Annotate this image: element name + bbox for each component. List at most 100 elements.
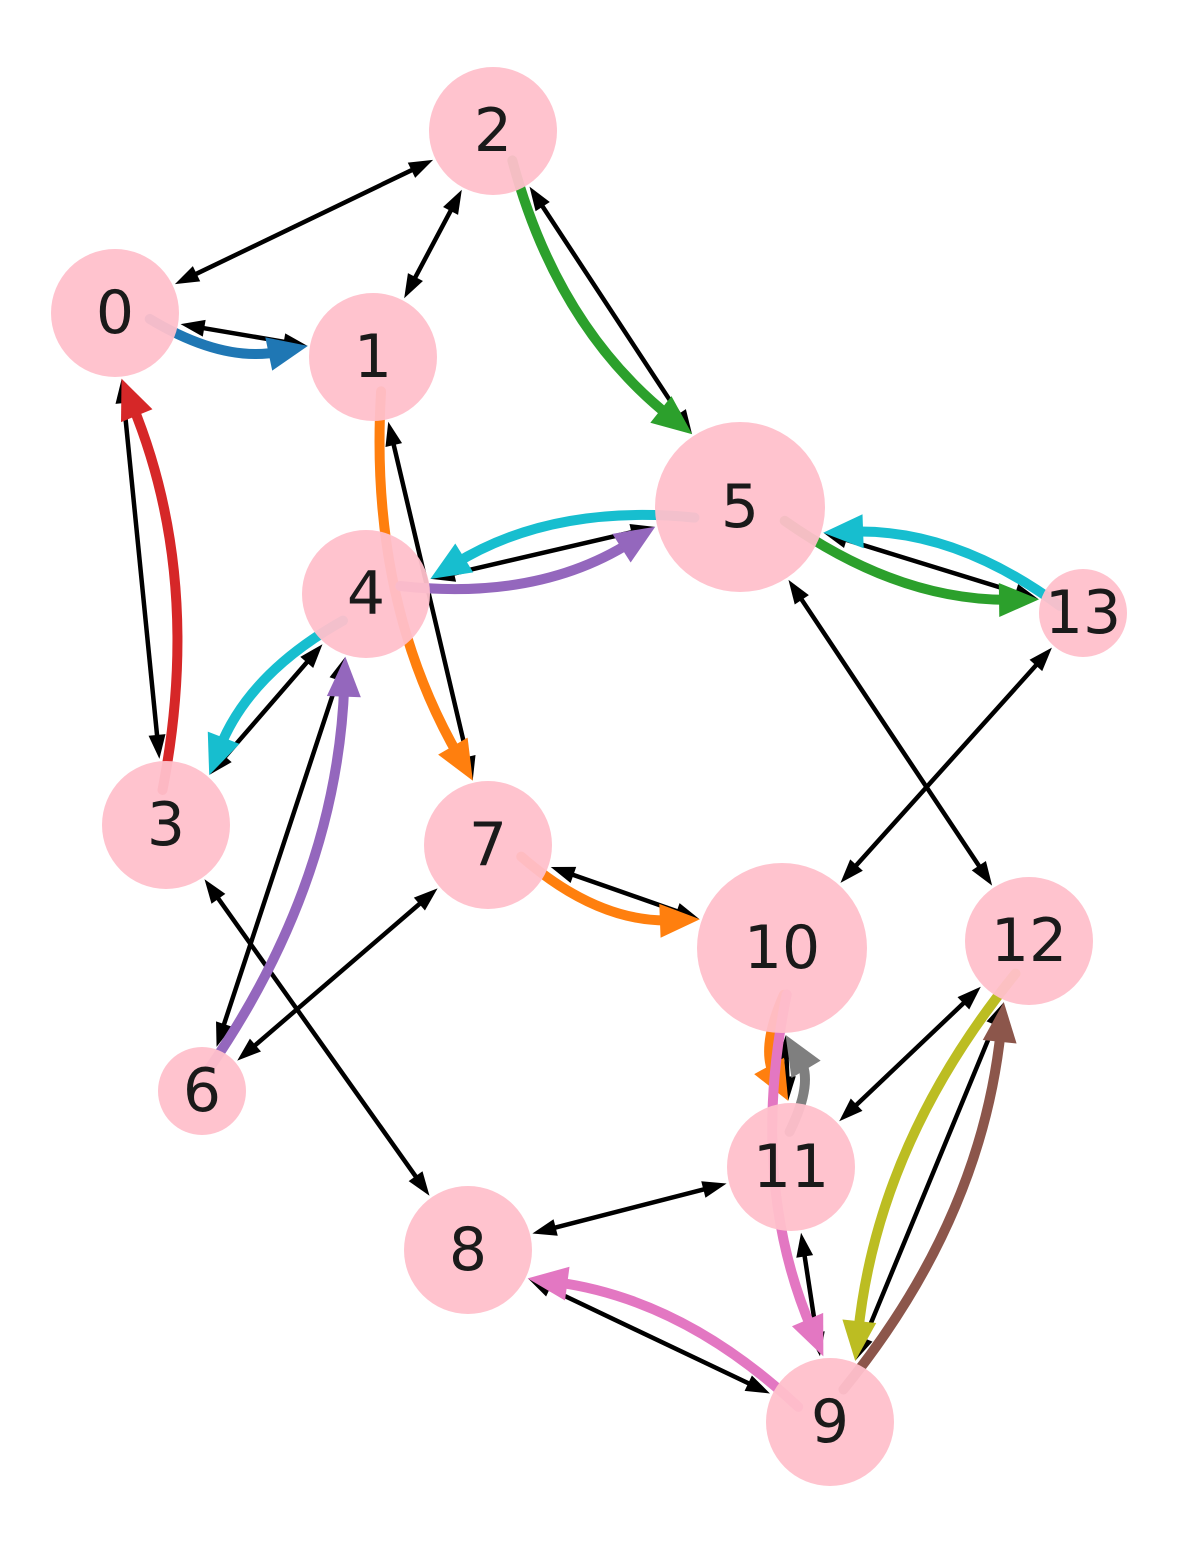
node-label: 3 xyxy=(147,790,185,860)
edge-arrowhead xyxy=(971,860,993,886)
node-circle xyxy=(655,422,825,592)
edge-arrowhead xyxy=(788,579,809,605)
bidirectional-edges xyxy=(115,159,1052,1394)
edge-line xyxy=(797,594,984,871)
path-edge-9-8 xyxy=(550,1277,804,1412)
edge-arrowhead xyxy=(443,189,462,215)
edge-line xyxy=(213,893,421,1182)
path-arrowhead-1-7 xyxy=(438,737,473,781)
node-1: 1 xyxy=(309,293,437,421)
node-circle xyxy=(51,249,179,377)
edge-11-12 xyxy=(839,986,981,1122)
path-1 xyxy=(121,378,183,795)
edge-arrowhead xyxy=(1029,647,1052,672)
node-circle xyxy=(102,761,230,889)
path-edge-12-9 xyxy=(853,968,1021,1339)
node-circle xyxy=(158,1047,246,1135)
edge-line xyxy=(250,899,425,1050)
node-label: 0 xyxy=(96,278,134,348)
edge-arrowhead xyxy=(216,1021,233,1047)
path-5 xyxy=(204,526,656,1074)
edge-1-2 xyxy=(404,189,462,299)
edge-arrowhead xyxy=(237,1038,261,1061)
path-edge-6-4 xyxy=(204,679,350,1074)
path-arrowhead-9-12 xyxy=(982,1001,1017,1044)
path-arrowhead-7-10 xyxy=(659,903,700,938)
path-edge-13-5 xyxy=(846,526,1065,611)
node-4: 4 xyxy=(302,530,430,658)
node-0: 0 xyxy=(51,249,179,377)
path-arrowhead-4-5 xyxy=(612,526,656,563)
node-circle xyxy=(404,1186,532,1314)
node-6: 6 xyxy=(158,1047,246,1135)
path-arrowhead-3-0 xyxy=(121,378,153,423)
edge-6-7 xyxy=(237,888,438,1061)
edge-line xyxy=(841,536,1021,596)
node-label: 6 xyxy=(183,1056,221,1126)
path-edge-3-0 xyxy=(127,399,183,795)
edge-arrowhead xyxy=(796,1232,814,1258)
node-circle xyxy=(727,1103,855,1231)
node-label: 1 xyxy=(354,322,392,392)
edge-arrowhead xyxy=(300,644,323,668)
edge-0-2 xyxy=(174,159,434,285)
node-label: 8 xyxy=(449,1215,487,1285)
edge-arrowhead xyxy=(404,273,423,299)
edge-arrowhead xyxy=(413,888,438,911)
node-5: 5 xyxy=(655,422,825,592)
node-8: 8 xyxy=(404,1186,532,1314)
edge-line xyxy=(220,674,342,1030)
node-circle xyxy=(1039,569,1127,657)
edge-arrowhead xyxy=(839,1098,863,1122)
path-arrowhead-2-5 xyxy=(650,396,693,435)
edge-3-8 xyxy=(204,879,430,1196)
path-arrowhead-12-9 xyxy=(842,1319,877,1362)
edge-line xyxy=(448,528,637,577)
edge-line xyxy=(550,1186,709,1231)
edge-arrowhead xyxy=(148,734,166,759)
node-label: 11 xyxy=(753,1132,829,1202)
path-arrowhead-9-8 xyxy=(527,1266,570,1301)
node-7: 7 xyxy=(424,781,552,909)
edge-arrowhead xyxy=(840,859,863,883)
edge-line xyxy=(538,201,684,420)
node-circle xyxy=(424,781,552,909)
node-label: 12 xyxy=(991,906,1067,976)
node-label: 13 xyxy=(1045,578,1121,648)
edge-8-11 xyxy=(532,1181,727,1236)
path-arrowhead-6-4 xyxy=(326,656,361,698)
edge-arrowhead xyxy=(701,1181,727,1198)
node-circle xyxy=(965,877,1093,1005)
node-2: 2 xyxy=(429,67,557,195)
edge-arrowhead xyxy=(744,1375,770,1394)
path-arrowhead-13-5 xyxy=(823,514,864,549)
edge-13-10 xyxy=(840,647,1052,883)
edge-arrowhead xyxy=(385,421,403,448)
node-label: 4 xyxy=(347,559,385,629)
path-edge-9-12 xyxy=(838,1024,1006,1395)
node-circle xyxy=(302,530,430,658)
node-label: 10 xyxy=(744,913,820,983)
path-arrowhead-4-3 xyxy=(207,731,240,776)
edge-5-12 xyxy=(788,579,993,886)
path-9 xyxy=(838,1001,1017,1395)
node-label: 5 xyxy=(721,472,759,542)
path-arrowhead-5-4 xyxy=(430,543,474,580)
node-label: 7 xyxy=(469,810,507,880)
node-circle xyxy=(766,1358,894,1486)
path-arrowhead-10-9 xyxy=(791,1312,824,1357)
path-arrowhead-5-13 xyxy=(998,582,1040,617)
path-edge-4-5 xyxy=(395,536,637,595)
node-10: 10 xyxy=(697,863,867,1033)
edge-12-9 xyxy=(855,1002,1004,1361)
edge-arrowhead xyxy=(529,186,550,212)
node-circle xyxy=(697,863,867,1033)
node-label: 2 xyxy=(474,96,512,166)
edge-line xyxy=(411,205,455,283)
node-11: 11 xyxy=(727,1103,855,1231)
path-edge-2-5 xyxy=(507,155,676,422)
node-13: 13 xyxy=(1039,569,1127,657)
path-8 xyxy=(842,968,1021,1362)
